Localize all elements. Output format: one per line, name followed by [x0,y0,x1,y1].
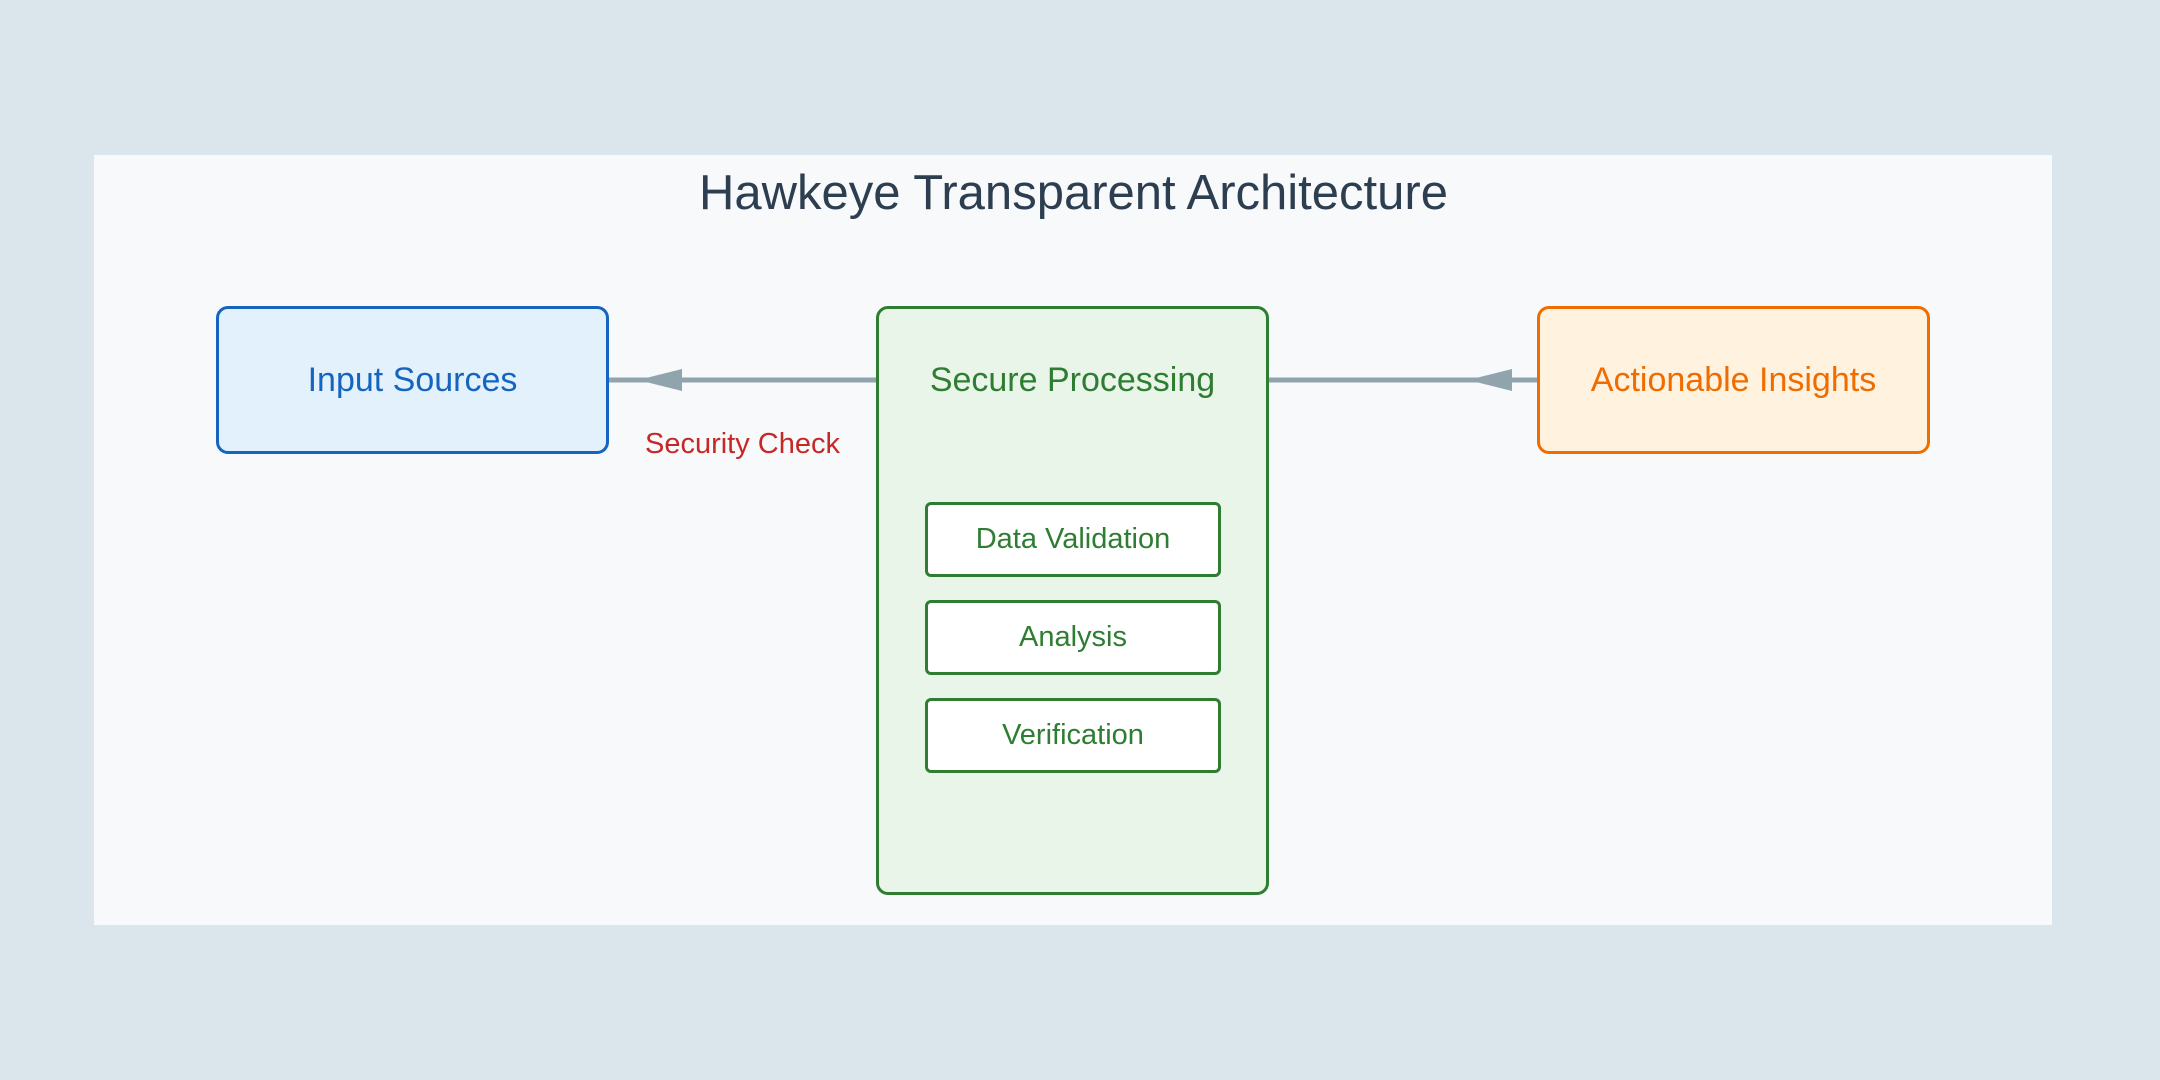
step-data-validation[interactable]: Data Validation [925,502,1221,577]
step-analysis[interactable]: Analysis [925,600,1221,675]
step-data-validation-label: Data Validation [975,523,1171,555]
node-input-sources-label: Input Sources [307,360,518,399]
node-input-sources[interactable]: Input Sources [216,306,609,454]
diagram-title: Hawkeye Transparent Architecture [699,166,1448,220]
node-secure-processing-label: Secure Processing [929,361,1216,399]
node-actionable-insights-label: Actionable Insights [1590,360,1877,399]
step-analysis-label: Analysis [1019,621,1127,653]
step-verification[interactable]: Verification [925,698,1221,773]
step-verification-label: Verification [1002,719,1144,751]
edge-label-security-check: Security Check [644,428,840,460]
node-actionable-insights[interactable]: Actionable Insights [1537,306,1930,454]
